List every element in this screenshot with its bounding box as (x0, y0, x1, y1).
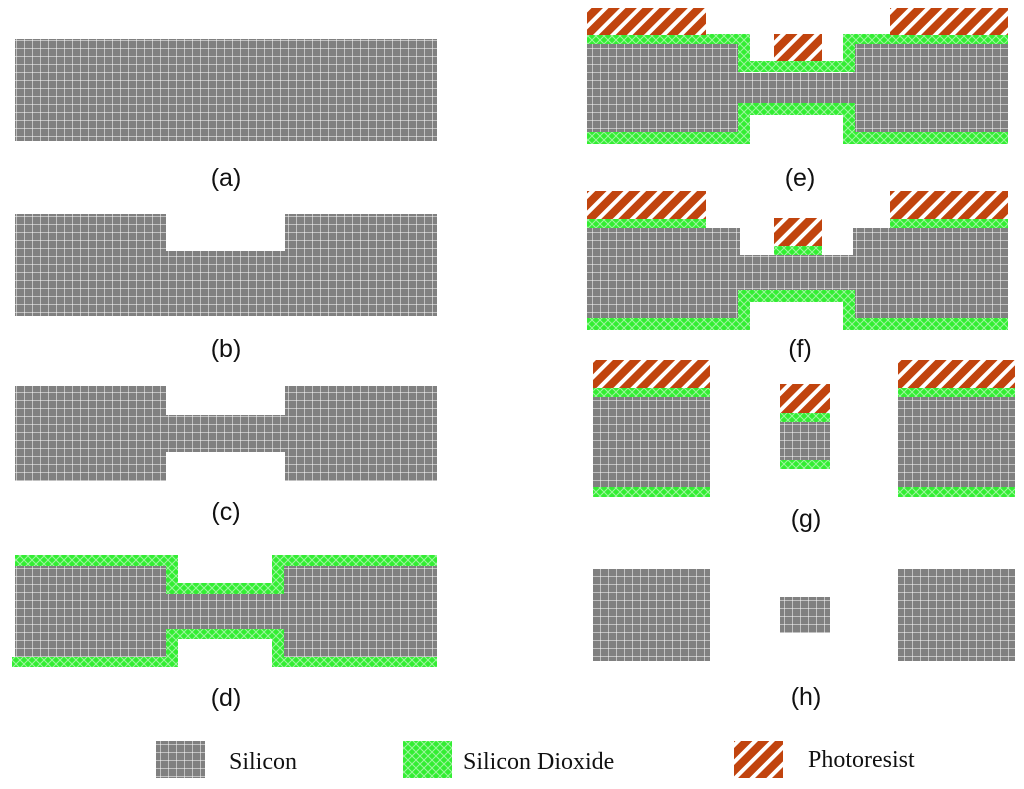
oxide-top-layer (15, 555, 437, 594)
photoresist-left (587, 191, 706, 219)
step-label-a: (a) (211, 164, 242, 192)
oxide-mask-center (774, 246, 822, 255)
silicon-wafer (15, 214, 437, 316)
oxide-mask-left (587, 219, 706, 228)
oxide-top-left (593, 388, 710, 397)
step-b-diagram (15, 214, 437, 316)
legend-label-silicon-dioxide: Silicon Dioxide (463, 749, 614, 775)
photoresist-right (890, 8, 1008, 35)
photoresist-center (774, 34, 822, 61)
step-g-diagram (593, 360, 1015, 497)
photoresist-center (780, 384, 830, 413)
oxide-bottom-layer (12, 629, 437, 667)
step-label-b: (b) (211, 335, 242, 363)
silicon-wafer (587, 228, 1008, 323)
legend-label-silicon: Silicon (229, 749, 297, 775)
legend-swatch-silicon-dioxide (403, 741, 452, 778)
step-label-e: (e) (785, 164, 816, 192)
silicon-block-right (898, 569, 1015, 661)
step-a-diagram (15, 39, 437, 141)
photoresist-right (898, 360, 1015, 388)
oxide-top-layer (587, 34, 1008, 72)
silicon-block-left (593, 396, 710, 488)
step-label-c: (c) (211, 498, 240, 526)
oxide-bottom-right (898, 487, 1015, 497)
legend-label-photoresist: Photoresist (808, 747, 915, 773)
oxide-bottom-center (780, 460, 830, 469)
step-label-g: (g) (791, 505, 822, 533)
silicon-block-left (593, 569, 710, 661)
step-f-diagram (587, 191, 1008, 330)
silicon-wafer (15, 39, 437, 141)
step-c-diagram (15, 386, 437, 481)
step-d-diagram (12, 555, 437, 667)
oxide-top-center (780, 413, 830, 422)
photoresist-left (593, 360, 710, 388)
oxide-bottom-layer (587, 290, 1008, 330)
oxide-bottom-left (593, 487, 710, 497)
step-label-h: (h) (791, 683, 822, 711)
photoresist-left (587, 8, 706, 35)
oxide-mask-right (890, 219, 1008, 228)
silicon-wafer (15, 563, 437, 661)
oxide-bottom-layer (587, 103, 1008, 144)
photoresist-right (890, 191, 1008, 219)
step-label-d: (d) (211, 684, 242, 712)
legend-swatch-photoresist (734, 741, 783, 778)
silicon-wafer (587, 44, 1008, 136)
photoresist-center (774, 218, 822, 246)
silicon-block-center (780, 597, 830, 633)
step-label-f: (f) (788, 335, 812, 363)
silicon-block-right (898, 396, 1015, 488)
legend-swatch-silicon (156, 741, 205, 778)
silicon-wafer (15, 386, 437, 481)
legend: Silicon Silicon Dioxide Photoresist (156, 741, 915, 778)
step-h-diagram (593, 569, 1015, 661)
silicon-block-center (780, 422, 830, 460)
oxide-top-right (898, 388, 1015, 397)
step-e-diagram (587, 8, 1008, 144)
